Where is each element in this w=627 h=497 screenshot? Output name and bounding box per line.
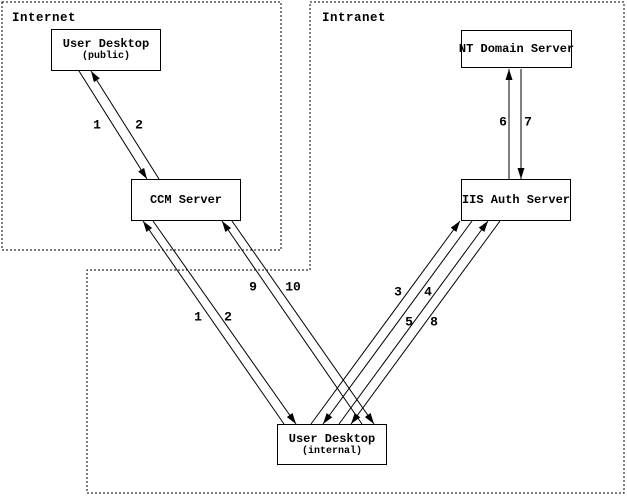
- user-desktop-public-subtitle: (public): [81, 51, 130, 62]
- ccm-server-title: CCM Server: [149, 192, 222, 207]
- node-user-desktop-internal: User Desktop (internal): [277, 424, 387, 465]
- flow-label-7: 7: [524, 114, 532, 130]
- flow-label-2-public: 2: [135, 117, 143, 133]
- flow-label-1-public: 1: [93, 117, 101, 133]
- user-desktop-public-title: User Desktop: [62, 37, 150, 51]
- arrow-10-ccm-to-internal-desktop: [231, 220, 375, 425]
- intranet-zone-label: Intranet: [322, 11, 387, 25]
- intranet-zone-border: [86, 1, 625, 494]
- arrow-4-iis-to-internal-desktop: [322, 220, 473, 425]
- flow-label-9: 9: [249, 279, 257, 295]
- node-user-desktop-public: User Desktop (public): [51, 29, 161, 71]
- flow-label-6: 6: [499, 114, 507, 130]
- nt-domain-server-title: NT Domain Server: [458, 41, 575, 56]
- arrow-1-internal-desktop-to-ccm: [142, 220, 285, 425]
- internet-zone-label: Internet: [12, 11, 77, 25]
- user-desktop-internal-subtitle: (internal): [301, 445, 362, 457]
- internet-zone-border: [1, 1, 282, 251]
- user-desktop-internal-title: User Desktop: [288, 431, 376, 446]
- flow-label-8: 8: [430, 314, 438, 330]
- arrow-2-ccm-to-public-desktop: [90, 70, 160, 180]
- node-nt-domain-server: NT Domain Server: [458, 30, 575, 68]
- node-ccm-server: CCM Server: [131, 179, 241, 221]
- flow-label-5: 5: [405, 314, 413, 330]
- flow-label-2-internal: 2: [224, 309, 232, 325]
- arrow-9-internal-desktop-to-ccm: [221, 220, 363, 425]
- arrow-2-ccm-to-internal-desktop: [152, 220, 297, 425]
- flow-label-3: 3: [394, 284, 402, 300]
- flow-label-10: 10: [285, 279, 301, 295]
- flow-label-4: 4: [424, 284, 432, 300]
- arrow-5-internal-desktop-to-iis: [338, 220, 489, 425]
- flow-label-1-internal: 1: [194, 309, 202, 325]
- arrow-1-public-desktop-to-ccm: [78, 70, 148, 180]
- arrow-3-internal-desktop-to-iis: [310, 220, 461, 425]
- iis-auth-server-title: IIS Auth Server: [461, 192, 571, 207]
- node-iis-auth-server: IIS Auth Server: [461, 179, 571, 221]
- arrow-8-iis-to-internal-desktop: [350, 220, 501, 425]
